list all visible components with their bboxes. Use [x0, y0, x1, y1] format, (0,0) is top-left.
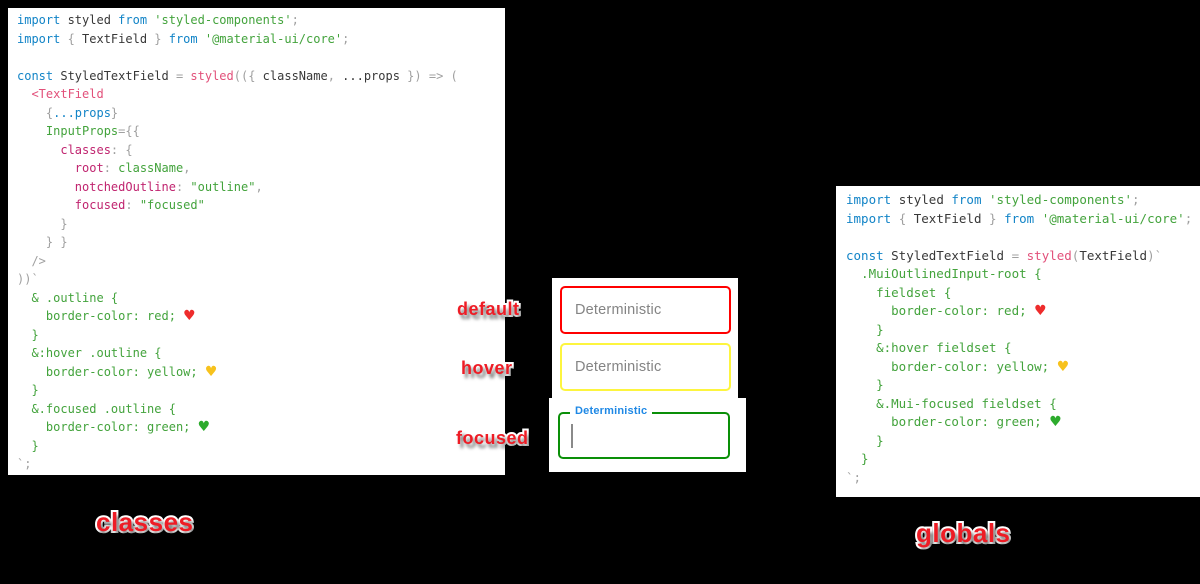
- code-line: border-color: green; ♥: [846, 414, 1062, 430]
- code-line: [846, 228, 1200, 247]
- code-line: [17, 48, 505, 67]
- code-line: }: [846, 377, 884, 392]
- code-line: } }: [17, 235, 68, 249]
- code-line: import styled from 'styled-components';: [846, 192, 1140, 207]
- code-line: <TextField: [17, 87, 104, 101]
- code-line: import { TextField } from '@material-ui/…: [17, 31, 350, 46]
- code-line: focused: "focused": [17, 198, 205, 212]
- code-line: fieldset {: [846, 284, 952, 300]
- label-hover: hover: [459, 356, 514, 380]
- code-line: }: [846, 432, 884, 448]
- code-line: }: [846, 451, 869, 466]
- code-line: import styled from 'styled-components';: [17, 13, 299, 27]
- textfield-hover-placeholder: Deterministic: [575, 359, 662, 375]
- code-line: import { TextField } from '@material-ui/…: [846, 210, 1193, 226]
- heart-red-icon: ♥: [1034, 303, 1047, 319]
- code-line: &:hover fieldset {: [846, 340, 1012, 355]
- code-line: classes: {: [17, 142, 133, 157]
- code-line: border-color: yellow; ♥: [846, 358, 1070, 375]
- label-default: default: [455, 297, 521, 321]
- code-line: border-color: green; ♥: [17, 419, 211, 435]
- text-cursor: [571, 424, 573, 448]
- code-line: border-color: red; ♥: [17, 308, 196, 324]
- code-line: &.Mui-focused fieldset {: [846, 395, 1057, 411]
- heart-red-icon: ♥: [183, 308, 196, 324]
- code-line: }: [17, 383, 39, 397]
- globals-code-panel: import styled from 'styled-components'; i…: [836, 186, 1200, 497]
- code-line: InputProps={{: [17, 124, 140, 138]
- code-line: &:hover .outline {: [17, 346, 162, 360]
- heart-yellow-icon: ♥: [204, 363, 218, 380]
- heart-green-icon: ♥: [1049, 414, 1062, 430]
- code-line: }: [17, 438, 39, 453]
- code-line: const StyledTextField = styled(({ classN…: [17, 68, 458, 83]
- textfield-focused[interactable]: [558, 412, 730, 459]
- textfield-default[interactable]: Deterministic: [560, 286, 731, 334]
- code-line: }: [846, 321, 884, 337]
- code-line: .MuiOutlinedInput-root {: [846, 266, 1042, 281]
- code-line: }: [17, 216, 68, 231]
- label-focused: focused: [454, 426, 530, 450]
- code-line: border-color: red; ♥: [846, 303, 1047, 319]
- code-line: />: [17, 253, 46, 268]
- code-line: root: className,: [17, 161, 191, 175]
- heart-yellow-icon: ♥: [1056, 358, 1070, 375]
- code-line: ))`: [17, 272, 39, 286]
- textfield-hover[interactable]: Deterministic: [560, 343, 731, 391]
- code-line: `;: [17, 457, 32, 471]
- code-line: const StyledTextField = styled(TextField…: [846, 247, 1163, 263]
- code-line: }: [17, 327, 39, 342]
- label-classes: classes: [94, 505, 195, 539]
- label-globals: globals: [914, 516, 1012, 550]
- code-line: {...props}: [17, 105, 119, 120]
- classes-code-panel: import styled from 'styled-components'; i…: [8, 8, 505, 475]
- heart-green-icon: ♥: [197, 419, 211, 435]
- code-line: notchedOutline: "outline",: [17, 179, 263, 194]
- textfield-focused-label: Deterministic: [570, 405, 653, 417]
- textfield-default-placeholder: Deterministic: [575, 302, 662, 318]
- code-line: & .outline {: [17, 290, 119, 305]
- code-line: border-color: yellow; ♥: [17, 363, 218, 380]
- code-line: `;: [846, 469, 862, 485]
- code-line: &.focused .outline {: [17, 401, 176, 416]
